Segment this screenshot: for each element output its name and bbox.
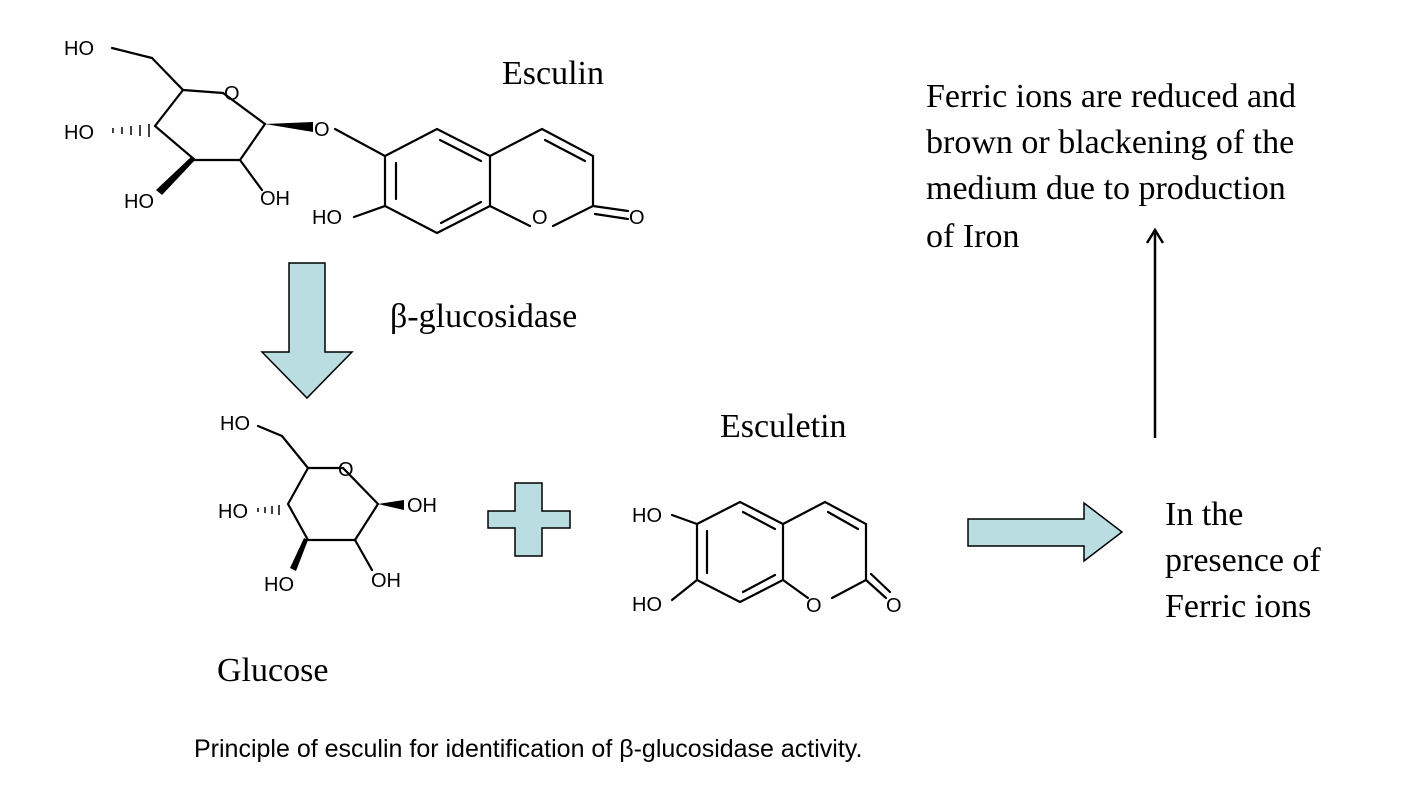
hydroxyl-label: HO [312, 207, 342, 229]
esculetin-structure: HO HO O O [632, 500, 902, 617]
hashed-bond [112, 124, 150, 137]
lactone-oxygen-label: O [806, 595, 822, 617]
hydroxyl-label: HO [632, 594, 662, 616]
hydroxyl-label: OH [260, 188, 290, 210]
glycosidic-oxygen-label: O [314, 119, 330, 141]
carbonyl-oxygen-label: O [629, 207, 645, 229]
result-line: Ferric ions are reduced and [926, 78, 1296, 115]
hydroxyl-label: HO [220, 413, 250, 435]
glucose-label: Glucose [217, 652, 328, 689]
carbonyl-oxygen-label: O [886, 595, 902, 617]
hydroxyl-label: HO [264, 574, 294, 596]
glucose-structure: HO O HO OH HO OH [218, 413, 437, 596]
hydroxyl-label: HO [218, 501, 248, 523]
hydroxyl-label: OH [407, 495, 437, 517]
esculin-label: Esculin [502, 55, 604, 92]
wedge-bond [290, 538, 308, 571]
plus-icon [487, 482, 571, 557]
hydroxyl-label: OH [371, 570, 401, 592]
condition-line: presence of [1165, 542, 1321, 579]
figure-caption: Principle of esculin for identification … [194, 735, 862, 763]
down-arrow-icon [260, 262, 354, 400]
wedge-bond [265, 122, 313, 132]
hydroxyl-label: HO [64, 38, 94, 60]
wedge-bond [156, 157, 195, 195]
wedge-bond [378, 500, 404, 510]
ring-oxygen-label: O [224, 83, 240, 105]
hydroxyl-label: HO [124, 191, 154, 213]
result-line: medium due to production [926, 170, 1286, 207]
result-line: brown or blackening of the [926, 124, 1294, 161]
ring-oxygen-label: O [338, 459, 354, 481]
hashed-bond [257, 505, 280, 515]
condition-line: Ferric ions [1165, 588, 1311, 625]
condition-line: In the [1165, 496, 1243, 533]
result-text: Ferric ions are reduced and brown or bla… [926, 78, 1305, 255]
esculetin-label: Esculetin [720, 408, 847, 445]
lactone-oxygen-label: O [532, 207, 548, 229]
enzyme-label: β-glucosidase [390, 298, 577, 335]
hydroxyl-label: HO [64, 122, 94, 144]
esculin-structure: HO O HO HO OH O HO O O [64, 38, 645, 235]
condition-text: In the presence of Ferric ions [1165, 496, 1329, 625]
up-arrowhead-icon [1145, 227, 1165, 244]
hydroxyl-label: HO [632, 505, 662, 527]
result-line: of Iron [926, 218, 1019, 255]
right-arrow-icon [967, 501, 1124, 563]
